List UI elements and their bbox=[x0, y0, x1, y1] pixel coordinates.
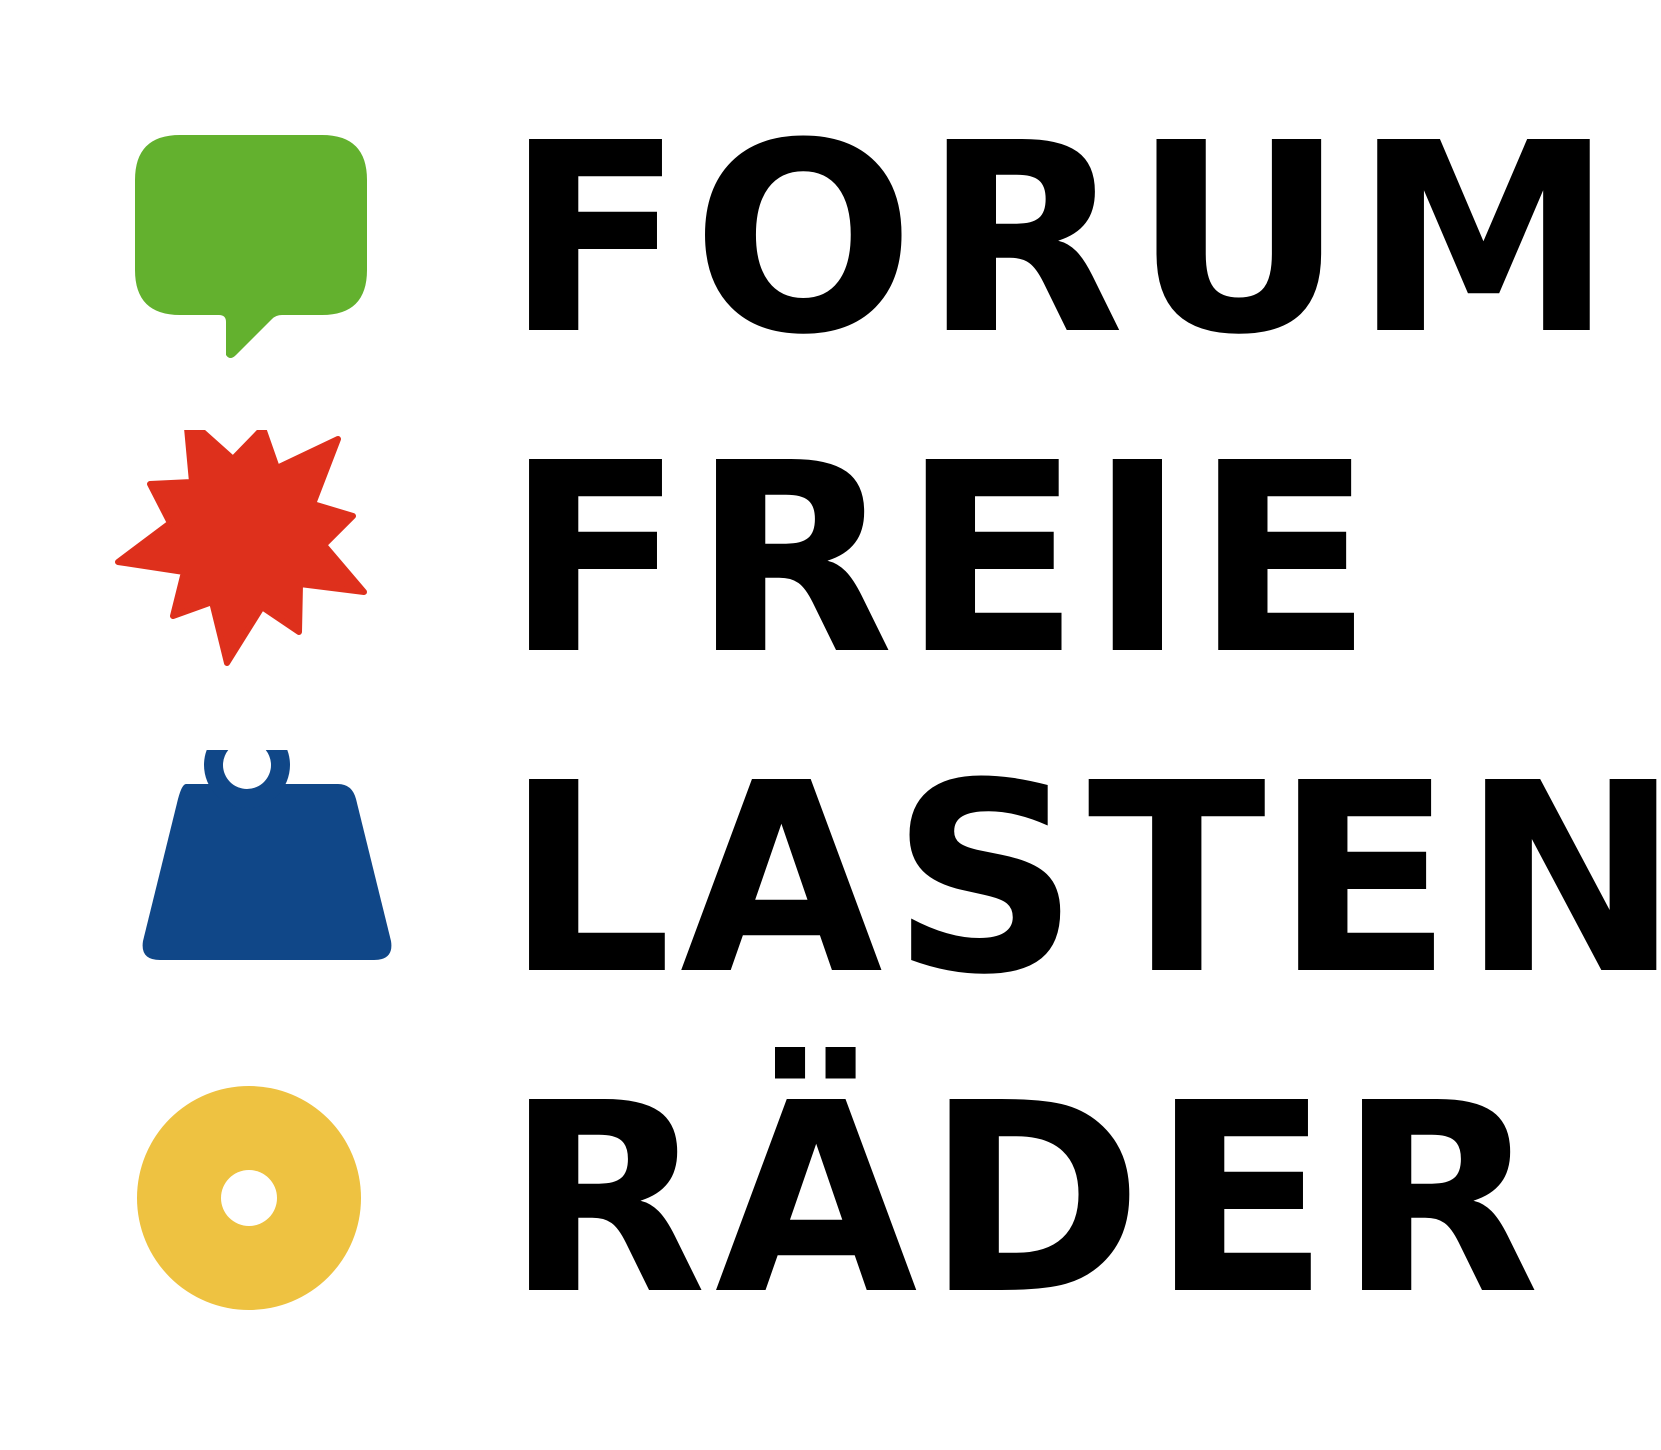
logo-line-lasten: LASTEN bbox=[0, 727, 1661, 1032]
logo-word-lasten: LASTEN bbox=[505, 727, 1661, 1032]
logo-line-forum: FORUM bbox=[0, 87, 1661, 392]
logo-line-freie: FREIE bbox=[0, 407, 1661, 712]
logo-word-freie: FREIE bbox=[505, 407, 1382, 712]
wheel-icon bbox=[110, 1070, 400, 1330]
speech-bubble-icon bbox=[110, 110, 400, 370]
logo-line-raeder: RÄDER bbox=[0, 1047, 1661, 1352]
weight-icon bbox=[110, 750, 400, 1010]
logo-word-forum: FORUM bbox=[505, 87, 1622, 392]
logo-word-raeder: RÄDER bbox=[505, 1047, 1548, 1352]
starburst-icon bbox=[110, 430, 400, 690]
